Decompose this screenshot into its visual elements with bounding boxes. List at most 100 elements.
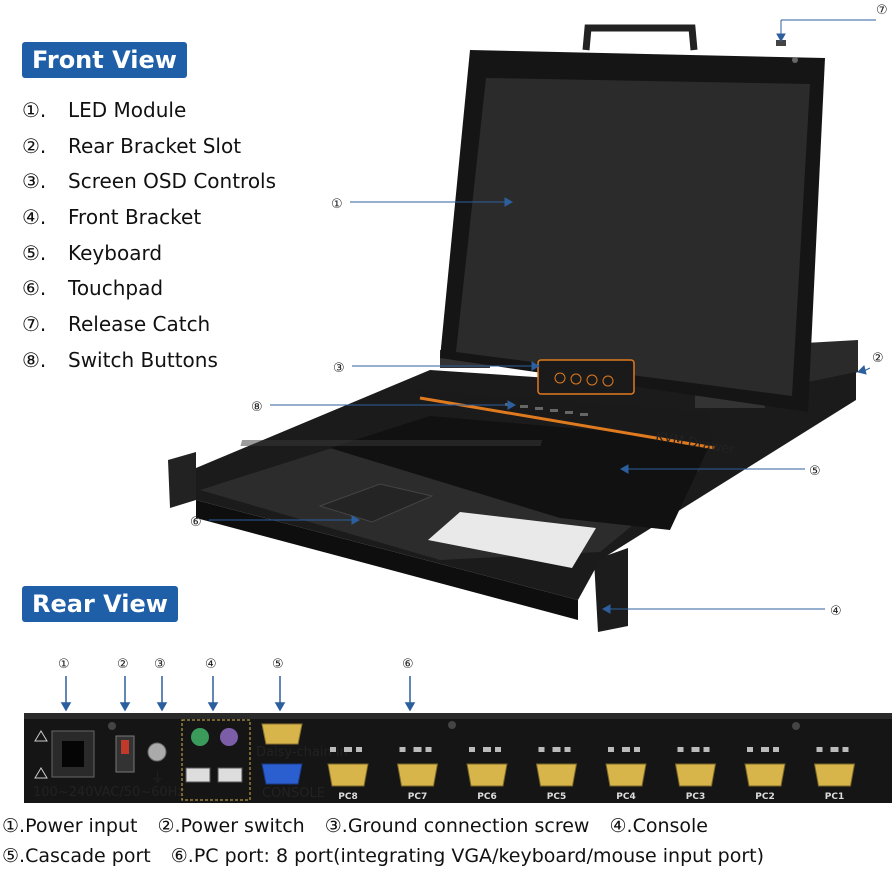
legend-label: Screen OSD Controls bbox=[68, 169, 277, 194]
caption-cascade-port: ⑤.Cascade port bbox=[2, 845, 151, 867]
pc-port-label: PC8 bbox=[338, 792, 357, 802]
legend-item-release-catch: ⑦. Release Catch bbox=[22, 306, 276, 342]
db15-connector bbox=[466, 763, 508, 787]
port-indicator bbox=[773, 747, 779, 752]
port-indicator bbox=[634, 747, 640, 752]
drawer-front-lip bbox=[196, 500, 578, 620]
touchpad bbox=[318, 483, 434, 523]
legend-label: Touchpad bbox=[68, 276, 164, 301]
pc-port-pc8: PC8 bbox=[327, 747, 369, 802]
rear-callout-power-input: ① bbox=[58, 657, 70, 672]
port-indicator bbox=[842, 747, 849, 752]
svg-text:⏚: ⏚ bbox=[151, 771, 164, 786]
rear-view-title: Rear View bbox=[22, 586, 178, 622]
ps2-keyboard-port bbox=[220, 728, 238, 746]
db15-connector bbox=[396, 763, 439, 787]
legend-num: ④. bbox=[22, 204, 47, 229]
daisy-chain-port bbox=[261, 723, 303, 745]
console-vga-port bbox=[261, 763, 303, 785]
legend-label: Keyboard bbox=[68, 240, 163, 265]
port-indicator bbox=[703, 747, 710, 752]
osd-buttons bbox=[554, 372, 614, 387]
rear-caption-line-1: ①.Power input ②.Power switch ③.Ground co… bbox=[2, 815, 722, 837]
legend-num: ⑧. bbox=[22, 347, 47, 372]
pc-port-label: PC7 bbox=[408, 792, 427, 802]
db15-connector bbox=[535, 763, 578, 787]
handle bbox=[582, 24, 698, 51]
legend-label: Switch Buttons bbox=[68, 347, 218, 372]
front-callout-lines bbox=[209, 19, 876, 614]
rear-callout-pc-ports: ⑥ bbox=[402, 657, 414, 672]
pc-port-label: PC3 bbox=[686, 792, 705, 802]
db15-connector bbox=[674, 763, 717, 787]
callout-osd-controls: ③ bbox=[333, 361, 345, 376]
callout-front-bracket: ④ bbox=[830, 604, 842, 619]
legend-num: ①. bbox=[22, 97, 47, 122]
pc-port-label: PC6 bbox=[477, 792, 496, 802]
legend-item-switch-buttons: ⑧. Switch Buttons bbox=[22, 342, 276, 378]
rear-callout-console: ④ bbox=[205, 657, 217, 672]
port-indicator bbox=[552, 747, 561, 752]
legend-num: ⑦. bbox=[22, 311, 47, 336]
console-block bbox=[181, 719, 251, 801]
pc-ports: PC8 PC7 PC6 PC5 PC4 PC3 PC2 PC1 bbox=[327, 747, 856, 802]
power-rating: 100~240VAC/50~60Hz bbox=[33, 785, 184, 800]
legend-item-keyboard: ⑤. Keyboard bbox=[22, 235, 276, 271]
port-indicator bbox=[608, 747, 614, 752]
rear-callout-lines bbox=[60, 676, 416, 712]
pc-port-label: PC2 bbox=[755, 792, 774, 802]
legend-label: Release Catch bbox=[68, 311, 211, 336]
pc-port-pc1: PC1 bbox=[813, 747, 856, 802]
legend-num: ⑥. bbox=[22, 276, 47, 301]
port-indicator bbox=[747, 747, 753, 752]
usb-port-2 bbox=[217, 767, 243, 783]
callout-switch-buttons: ⑧ bbox=[251, 400, 263, 415]
port-indicator bbox=[344, 747, 352, 752]
port-indicator bbox=[538, 747, 545, 752]
rear-callout-power-switch: ② bbox=[117, 657, 129, 672]
rear-callout-cascade-port: ⑤ bbox=[272, 657, 284, 672]
db15-connector bbox=[813, 763, 856, 787]
pc-port-label: PC4 bbox=[616, 792, 635, 802]
callout-led-module: ① bbox=[331, 197, 343, 212]
port-indicator bbox=[761, 747, 769, 752]
legend-item-led-module: ①.LED Module bbox=[22, 92, 276, 128]
legend-num: ②. bbox=[22, 133, 47, 158]
legend-item-osd-controls: ③.Screen OSD Controls bbox=[22, 163, 276, 199]
callout-release-catch: ⑦ bbox=[876, 3, 888, 18]
legend-item-touchpad: ⑥. Touchpad bbox=[22, 270, 276, 306]
db15-connector bbox=[605, 763, 647, 787]
led-module bbox=[456, 78, 810, 396]
front-view-title: Front View bbox=[22, 42, 187, 78]
db15-connector bbox=[744, 763, 786, 787]
callout-rear-bracket-slot: ② bbox=[872, 351, 884, 366]
console-label: CONSOLE bbox=[262, 786, 325, 801]
pc-port-pc7: PC7 bbox=[396, 747, 439, 802]
port-indicator bbox=[622, 747, 630, 752]
legend-label: Rear Bracket Slot bbox=[68, 133, 242, 158]
ground-screw bbox=[147, 742, 167, 762]
front-bracket bbox=[594, 548, 628, 632]
port-indicator bbox=[816, 747, 823, 752]
rear-caption-line-2: ⑤.Cascade port ⑥.PC port: 8 port(integra… bbox=[2, 845, 778, 867]
caption-pc-ports: ⑥.PC port: 8 port(integrating VGA/keyboa… bbox=[170, 845, 765, 867]
callout-keyboard: ⑤ bbox=[809, 464, 821, 479]
pc-port-pc2: PC2 bbox=[744, 747, 786, 802]
pc-port-label: PC5 bbox=[547, 792, 566, 802]
rear-callout-ground-screw: ③ bbox=[154, 657, 166, 672]
port-indicator bbox=[830, 747, 839, 752]
port-indicator bbox=[677, 747, 684, 752]
port-indicator bbox=[495, 747, 501, 752]
caption-power-input: ①.Power input bbox=[2, 815, 138, 837]
pc-port-pc6: PC6 bbox=[466, 747, 508, 802]
left-rack-ear bbox=[168, 452, 196, 508]
legend-num: ⑤. bbox=[22, 240, 47, 265]
spec-sticker bbox=[428, 512, 596, 568]
legend-item-rear-bracket-slot: ②. Rear Bracket Slot bbox=[22, 128, 276, 164]
port-indicator bbox=[483, 747, 491, 752]
port-indicator bbox=[425, 747, 432, 752]
port-indicator bbox=[399, 747, 406, 752]
usb-port-1 bbox=[185, 767, 211, 783]
port-indicator bbox=[330, 747, 336, 752]
osd-controls-panel bbox=[537, 359, 635, 395]
